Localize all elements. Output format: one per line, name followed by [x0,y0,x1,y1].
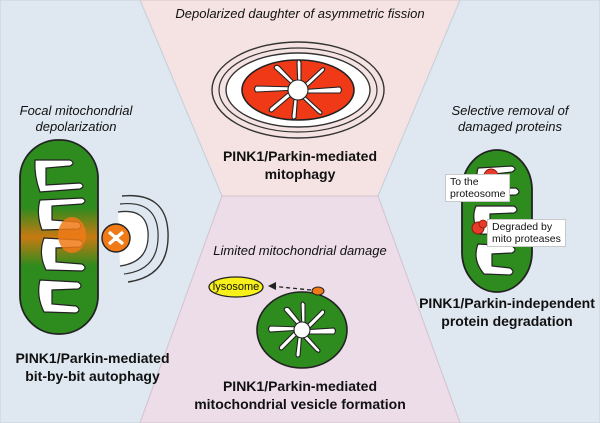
vesicle-mitochondrion-icon [256,282,348,369]
top-panel-label: PINK1/Parkin-mediated mitophagy [190,148,410,183]
left-panel-label-line1: PINK1/Parkin-mediated [15,350,170,366]
top-panel-label-line1: PINK1/Parkin-mediated [222,148,378,164]
right-panel-subtitle-line2: damaged proteins [457,118,563,134]
callout-proteosome-line1: To the [450,176,479,188]
depolarized-mitochondrion-icon [211,41,385,139]
left-panel-subtitle-line1: Focal mitochondrial [19,103,133,118]
callout-proteases-line1: Degraded by [492,221,553,233]
right-panel-label-line1: PINK1/Parkin-independent [419,295,595,311]
left-panel-subtitle-line2: depolarization [35,118,117,134]
callout-proteosome-line2: proteosome [450,188,506,201]
bottom-panel-label-line2: mitochondrial vesicle formation [194,395,406,412]
right-panel-subtitle: Selective removal of damaged proteins [430,103,590,134]
lysosome-icon [208,276,264,298]
callout-mito-proteases: Degraded by mito proteases [487,219,566,248]
left-panel-label: PINK1/Parkin-mediated bit-by-bit autopha… [0,350,185,385]
callout-proteases-line2: mito proteases [492,233,561,246]
bottom-panel-label: PINK1/Parkin-mediated mitochondrial vesi… [180,378,420,413]
left-panel-subtitle: Focal mitochondrial depolarization [6,103,146,134]
lysosome-label: lysosome [212,281,260,293]
bottom-panel-subtitle: Limited mitochondrial damage [213,243,387,258]
top-panel-subtitle: Depolarized daughter of asymmetric fissi… [175,6,425,21]
right-panel-subtitle-line1: Selective removal of [451,103,569,118]
right-panel-label-line2: protein degradation [441,312,573,329]
focal-depolarization-mitochondrion-icon [19,139,99,335]
callout-proteosome: To the proteosome [445,174,511,203]
bottom-panel-label-line1: PINK1/Parkin-mediated [222,378,378,394]
top-panel-label-line2: mitophagy [264,165,336,182]
autophagosome-icon [101,194,169,283]
right-panel-label: PINK1/Parkin-independent protein degrada… [414,295,600,330]
left-panel-label-line2: bit-by-bit autophagy [25,367,160,384]
